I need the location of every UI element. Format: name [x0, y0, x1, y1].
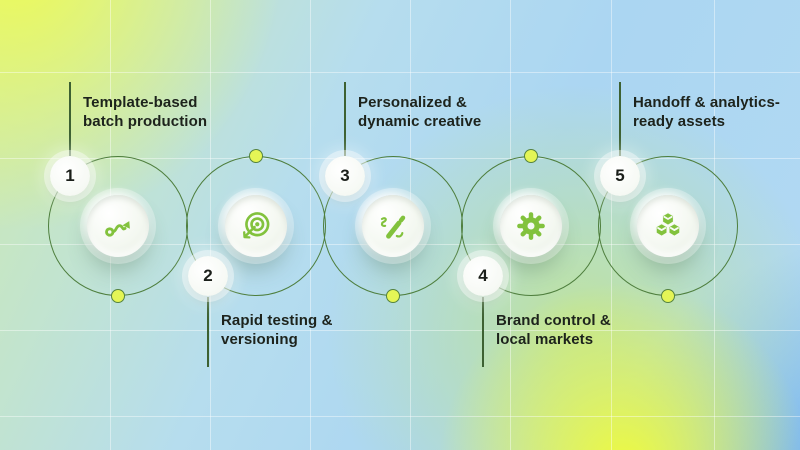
grid-line	[0, 72, 800, 73]
grid-line	[0, 158, 800, 159]
ring-dot	[249, 149, 263, 163]
step-label-line2: dynamic creative	[358, 113, 482, 130]
step-number: 3	[340, 166, 350, 185]
step-icon-circle	[637, 195, 699, 257]
ring-dot	[524, 149, 538, 163]
step-label-line2: ready assets	[633, 113, 726, 130]
step-label-line1: Handoff & analytics-	[633, 94, 781, 111]
step-icon-circle	[362, 195, 424, 257]
step-label: Template-based batch production	[83, 93, 273, 131]
step-ring	[186, 156, 326, 296]
step-ring	[461, 156, 601, 296]
ring-dot	[386, 289, 400, 303]
grid-line	[0, 330, 800, 331]
step-label-line2: batch production	[83, 113, 208, 130]
flow-arrow-icon	[105, 221, 130, 237]
step-label-line1: Template-based	[83, 94, 198, 111]
step-label-line1: Brand control &	[496, 312, 611, 329]
step-number-badge: 3	[325, 156, 365, 196]
ring-dot	[661, 289, 675, 303]
ring-dot	[111, 289, 125, 303]
step-icon-circle	[225, 195, 287, 257]
step-number: 2	[203, 266, 213, 285]
grid-line	[510, 0, 511, 450]
label-connector-line	[619, 82, 621, 156]
step-ring	[323, 156, 463, 296]
grid-line	[210, 0, 211, 450]
step-label: Personalized & dynamic creative	[358, 93, 548, 131]
cubes-icon	[655, 211, 681, 237]
step-number-badge: 1	[50, 156, 90, 196]
target-icon	[243, 212, 270, 239]
step-number-badge: 5	[600, 156, 640, 196]
grid-line	[0, 416, 800, 417]
label-connector-line	[482, 297, 484, 367]
label-connector-line	[344, 82, 346, 156]
step-ring	[598, 156, 738, 296]
label-connector-line	[207, 297, 209, 367]
grid-line	[714, 0, 715, 450]
step-label-line2: local markets	[496, 331, 594, 348]
label-connector-line	[69, 82, 71, 156]
grid-line	[310, 0, 311, 450]
gear-icon	[517, 212, 545, 240]
grid-line	[110, 0, 111, 450]
magic-pen-icon	[380, 215, 406, 239]
step-ring	[48, 156, 188, 296]
step-label-line2: versioning	[221, 331, 298, 348]
step-label: Handoff & analytics- ready assets	[633, 93, 800, 131]
step-number-badge: 4	[463, 256, 503, 296]
step-number: 5	[615, 166, 625, 185]
step-number-badge: 2	[188, 256, 228, 296]
step-label-line1: Personalized &	[358, 94, 467, 111]
step-number: 4	[478, 266, 488, 285]
step-number: 1	[65, 166, 75, 185]
grid-line	[410, 0, 411, 450]
grid-line	[0, 244, 800, 245]
step-label-line1: Rapid testing &	[221, 312, 333, 329]
grid-line	[611, 0, 612, 450]
step-icon-circle	[87, 195, 149, 257]
